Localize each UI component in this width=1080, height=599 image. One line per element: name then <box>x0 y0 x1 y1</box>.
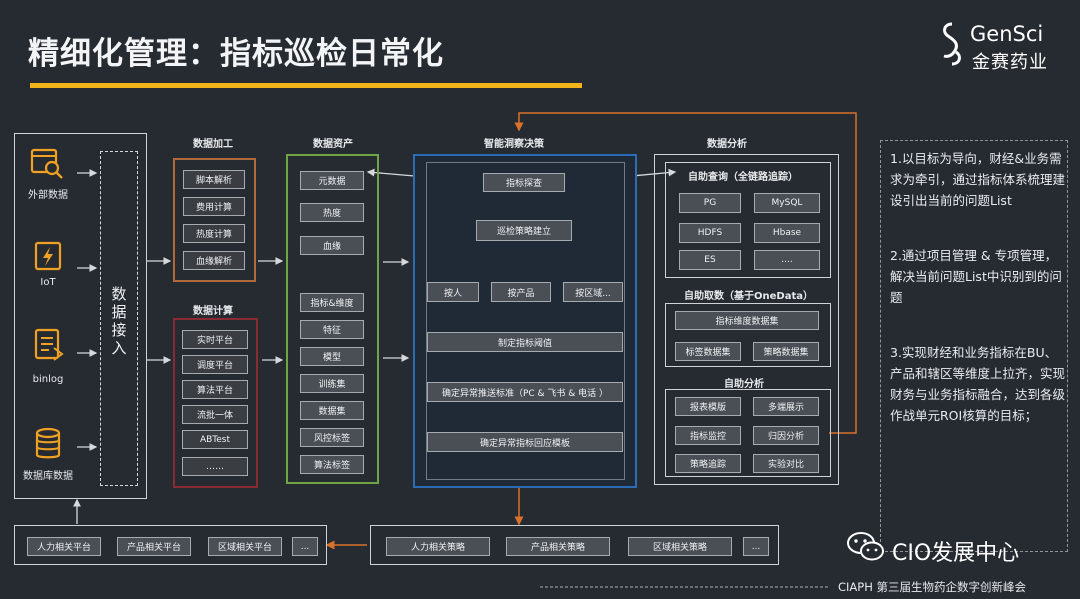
insight-title: 智能洞察决策 <box>484 139 544 150</box>
query-item: Hbase <box>754 223 820 243</box>
self-analysis-title: 自助分析 <box>724 379 764 390</box>
logo-text-en: GenSci <box>970 22 1044 46</box>
note-3: 3.实现财经和业务指标在BU、产品和辖区等维度上拉齐，实现财务与业务指标融合，达… <box>890 345 1066 423</box>
analysis-item: 策略追踪 <box>675 454 741 473</box>
asset-item: 风控标签 <box>300 428 364 447</box>
data-source-panel <box>14 133 147 499</box>
compute-item: 调度平台 <box>182 355 248 374</box>
strategy-box: 巡检策略建立 <box>476 220 572 241</box>
analysis-item: 实验对比 <box>753 454 819 473</box>
ingest-label: 数据接入 <box>111 285 127 357</box>
iot-bolt-icon <box>34 241 62 271</box>
title-underline <box>30 83 582 88</box>
self-fetch-title: 自助取数（基于OneData） <box>684 291 813 302</box>
ingest-column <box>100 151 138 486</box>
strategy-item-more: ... <box>743 537 769 556</box>
platform-item: 区域相关平台 <box>208 537 282 556</box>
metric-probe-box: 指标探查 <box>483 173 565 192</box>
query-item: .... <box>754 250 820 270</box>
footer-text: CIAPH 第三届生物药企数字创新峰会 <box>838 580 1027 594</box>
strategy-item: 人力相关策略 <box>386 537 490 556</box>
page-title: 精细化管理：指标巡检日常化 <box>28 36 444 72</box>
asset-item: 算法标签 <box>300 455 364 474</box>
query-item: HDFS <box>679 223 741 243</box>
platform-item-more: ... <box>292 537 318 556</box>
response-template-box: 确定异常指标回应模板 <box>427 432 623 452</box>
watermark-text: CIO发展中心 <box>892 541 1020 566</box>
asset-item: 数据集 <box>300 401 364 420</box>
source-label-database: 数据库数据 <box>23 471 73 482</box>
binlog-file-icon <box>34 328 64 361</box>
compute-item: 实时平台 <box>182 330 248 349</box>
platform-bar <box>14 525 327 565</box>
compute-title: 数据计算 <box>193 306 233 317</box>
analysis-title: 数据分析 <box>707 139 747 150</box>
branch-by-product: 按产品 <box>491 282 551 302</box>
analysis-item: 多端展示 <box>753 397 819 416</box>
insight-inner-frame <box>426 162 625 480</box>
assets-title: 数据资产 <box>313 139 353 150</box>
source-label-external: 外部数据 <box>28 190 68 201</box>
threshold-box: 制定指标阈值 <box>427 332 623 352</box>
processing-item: 热度计算 <box>183 224 245 243</box>
compute-panel <box>173 318 258 488</box>
fetch-item: 策略数据集 <box>753 342 819 361</box>
fetch-item: 标签数据集 <box>675 342 741 361</box>
processing-item: 脚本解析 <box>183 170 245 189</box>
database-icon <box>35 427 61 459</box>
strategy-bar <box>370 525 779 565</box>
search-doc-icon <box>30 148 63 179</box>
self-analysis-panel <box>665 389 831 477</box>
asset-item: 指标&维度 <box>300 293 364 312</box>
asset-item: 训练集 <box>300 374 364 393</box>
analysis-item: 指标监控 <box>675 426 741 445</box>
gensci-logo-icon <box>943 22 961 66</box>
strategy-item: 区域相关策略 <box>628 537 732 556</box>
compute-item: …… <box>182 457 248 476</box>
processing-title: 数据加工 <box>193 139 233 150</box>
source-label-binlog: binlog <box>32 374 64 385</box>
query-item: MySQL <box>754 193 820 213</box>
compute-item: 流批一体 <box>182 405 248 424</box>
note-2: 2.通过项目管理 & 专项管理，解决当前问题List中识别到的问题 <box>890 248 1062 305</box>
platform-item: 人力相关平台 <box>27 537 101 556</box>
processing-item: 血缘解析 <box>183 251 245 270</box>
self-fetch-panel <box>665 303 831 367</box>
fetch-item: 指标维度数据集 <box>675 311 819 330</box>
asset-item: 元数据 <box>300 171 364 190</box>
processing-item: 费用计算 <box>183 197 245 216</box>
analysis-item: 归因分析 <box>753 426 819 445</box>
logo-text-cn: 金赛药业 <box>972 52 1048 73</box>
source-label-iot: IoT <box>40 277 56 288</box>
analysis-panel <box>654 154 839 485</box>
asset-item: 血缘 <box>300 236 364 255</box>
compute-item: 算法平台 <box>182 380 248 399</box>
branch-by-person: 按人 <box>427 282 479 302</box>
asset-item: 热度 <box>300 203 364 222</box>
compute-item: ABTest <box>182 430 248 449</box>
note-1: 1.以目标为导向，财经&业务需求为牵引，通过指标体系梳理建设引出当前的问题Lis… <box>890 151 1066 208</box>
branch-by-region: 按区域... <box>563 282 623 302</box>
self-query-panel <box>665 162 831 278</box>
analysis-item: 报表模版 <box>675 397 741 416</box>
notes-panel <box>880 140 1068 552</box>
asset-item: 模型 <box>300 347 364 366</box>
processing-panel <box>173 158 256 282</box>
push-standard-box: 确定异常推送标准（PC & 飞书 & 电话 ） <box>427 382 623 402</box>
assets-panel <box>286 154 379 484</box>
wechat-icon <box>847 532 884 561</box>
platform-item: 产品相关平台 <box>117 537 191 556</box>
self-query-title: 自助查询（全链路追踪） <box>688 172 798 183</box>
query-item: PG <box>679 193 741 213</box>
asset-item: 特征 <box>300 320 364 339</box>
query-item: ES <box>679 250 741 270</box>
strategy-item: 产品相关策略 <box>506 537 610 556</box>
